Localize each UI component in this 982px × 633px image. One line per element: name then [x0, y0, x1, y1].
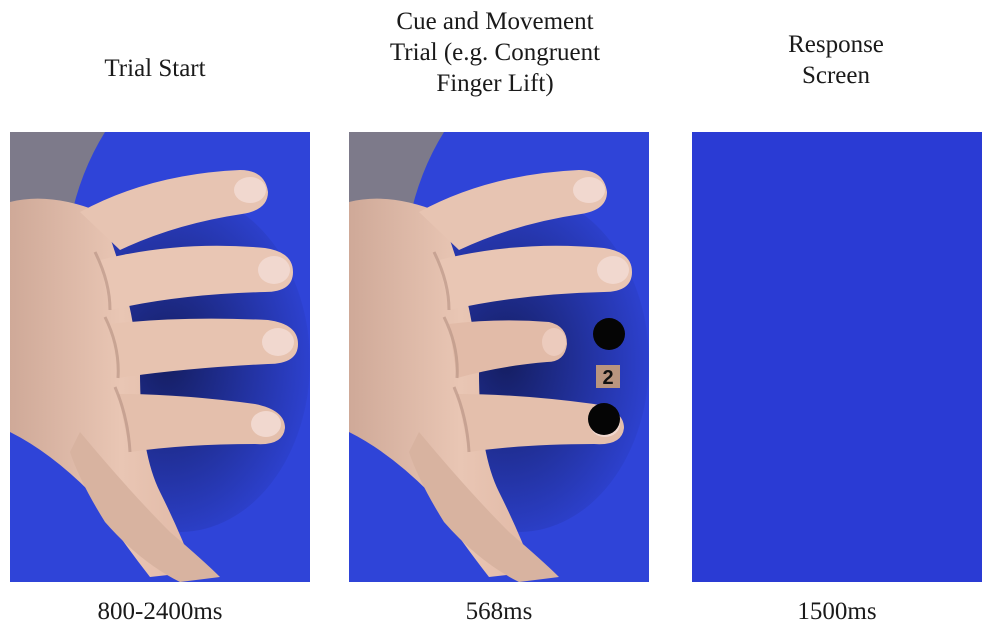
duration-trial-start: 800-2400ms	[10, 597, 310, 627]
cue-number: 2	[602, 367, 613, 389]
panel-title-response-screen: Response Screen	[690, 29, 982, 91]
cue-dot-upper	[593, 318, 625, 350]
panel-title-cue-movement: Cue and Movement Trial (e.g. Congruent F…	[330, 6, 660, 99]
blank-blue-screen	[692, 132, 982, 582]
duration-cue-movement: 568ms	[349, 597, 649, 627]
trial-start-frame	[10, 132, 310, 582]
cue-dot-lower	[588, 403, 620, 435]
panel-title-trial-start: Trial Start	[0, 53, 310, 84]
resting-hand-image	[10, 132, 310, 582]
cue-overlay: 2	[349, 132, 649, 582]
duration-response-screen: 1500ms	[692, 597, 982, 627]
response-screen-frame	[692, 132, 982, 582]
cue-movement-frame: 2	[349, 132, 649, 582]
